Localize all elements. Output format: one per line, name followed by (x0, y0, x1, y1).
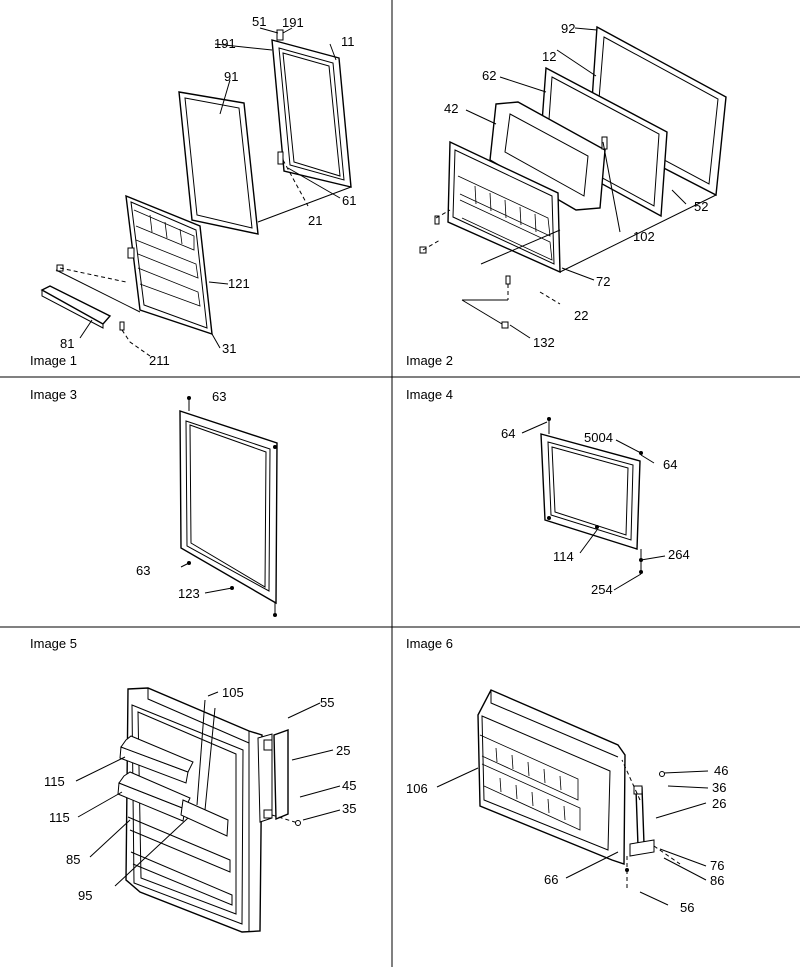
callout-51: 51 (252, 14, 266, 29)
callout-21: 21 (308, 213, 322, 228)
callout-64: 64 (501, 426, 515, 441)
panel-image-1: Image 1 (30, 14, 356, 368)
panel-image-4: Image 4 64 5004 64 114 264 254 (406, 387, 690, 597)
callout-86: 86 (710, 873, 724, 888)
callout-115: 115 (44, 774, 65, 789)
callout-66: 66 (544, 872, 558, 887)
callout-95: 95 (78, 888, 92, 903)
frame-42-part (489, 101, 606, 211)
callout-106: 106 (406, 781, 428, 796)
callout-254: 254 (591, 582, 613, 597)
callout-62: 62 (482, 68, 496, 83)
callout-191: 191 (282, 15, 304, 30)
door-panel-part (178, 91, 259, 235)
panel-title: Image 3 (30, 387, 77, 402)
panel-title: Image 2 (406, 353, 453, 368)
callout-56: 56 (680, 900, 694, 915)
callout-26: 26 (712, 796, 726, 811)
freezer-drawer-part (477, 689, 626, 865)
drawer-gasket-part (540, 433, 641, 550)
panel-title: Image 1 (30, 353, 77, 368)
callout-46: 46 (714, 763, 728, 778)
callout-72: 72 (596, 274, 610, 289)
door-frame-part (271, 29, 352, 188)
callout-45: 45 (342, 778, 356, 793)
callout-92: 92 (561, 21, 575, 36)
callout-31: 31 (222, 341, 236, 356)
panel-title: Image 5 (30, 636, 77, 651)
callout-63: 63 (212, 389, 226, 404)
callout-81: 81 (60, 336, 74, 351)
callout-64: 64 (663, 457, 677, 472)
callout-42: 42 (444, 101, 458, 116)
callout-132: 132 (533, 335, 555, 350)
callout-105: 105 (222, 685, 244, 700)
callout-91: 91 (224, 69, 238, 84)
callout-76: 76 (710, 858, 724, 873)
callout-63: 63 (136, 563, 150, 578)
callout-36: 36 (712, 780, 726, 795)
callout-114: 114 (553, 549, 574, 564)
callout-5004: 5004 (584, 430, 613, 445)
callout-61: 61 (342, 193, 356, 208)
panel-image-6: Image 6 (406, 636, 728, 915)
callout-121: 121 (228, 276, 250, 291)
callout-85: 85 (66, 852, 80, 867)
callout-211: 211 (149, 353, 170, 368)
shelf-bar-part (40, 285, 112, 329)
frame-92-part (589, 25, 727, 197)
callout-35: 35 (342, 801, 356, 816)
panel-image-5: Image 5 (30, 636, 356, 933)
callout-115: 115 (49, 810, 70, 825)
drawer-part (447, 140, 561, 274)
door-liner-part (125, 194, 213, 336)
callout-191: 191 (214, 36, 236, 51)
panel-image-3: Image 3 63 63 123 (30, 387, 278, 617)
callout-22: 22 (574, 308, 588, 323)
callout-12: 12 (542, 49, 556, 64)
callout-52: 52 (694, 199, 708, 214)
hardware-pin (119, 321, 125, 331)
panel-title: Image 4 (406, 387, 453, 402)
door-gasket-part (179, 410, 278, 605)
panel-image-2: Image 2 (406, 21, 727, 368)
refrigerator-door-part (117, 687, 263, 933)
callout-264: 264 (668, 547, 690, 562)
callout-123: 123 (178, 586, 200, 601)
drawer-hinge-part (629, 785, 655, 857)
door-hinge-part (257, 729, 289, 823)
callout-25: 25 (336, 743, 350, 758)
callout-55: 55 (320, 695, 334, 710)
callout-102: 102 (633, 229, 655, 244)
panel-title: Image 6 (406, 636, 453, 651)
callout-11: 11 (341, 34, 355, 49)
